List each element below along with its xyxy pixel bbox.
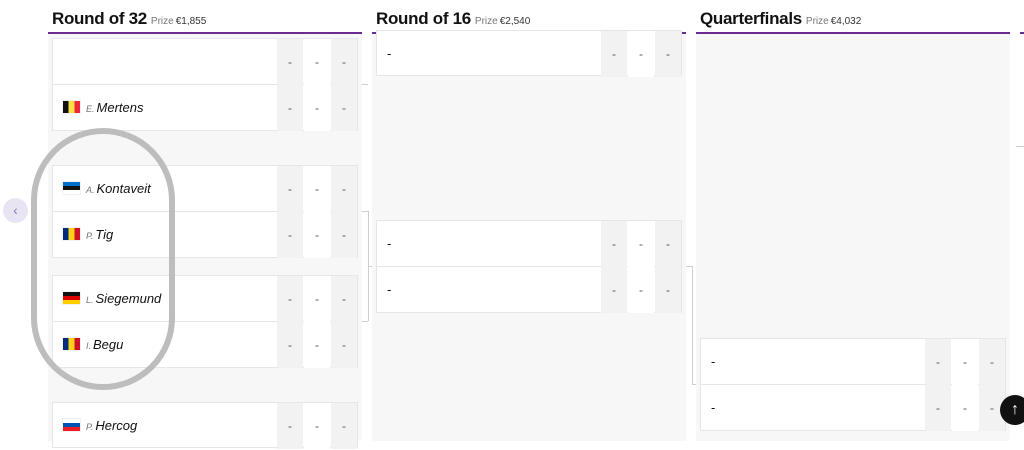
set-score: - — [601, 267, 627, 313]
set-score: - — [628, 267, 654, 313]
set-score: - — [952, 339, 978, 385]
player-name: - — [387, 46, 392, 61]
set-score: - — [655, 31, 681, 77]
set-score: - — [628, 221, 654, 267]
set-score: - — [925, 385, 951, 431]
chevron-left-icon: ‹ — [13, 202, 18, 218]
set-score: - — [277, 322, 303, 368]
match-card[interactable]: - - - - - - - - — [376, 220, 682, 313]
bracket-connector — [692, 266, 693, 384]
set-score: - — [304, 276, 330, 322]
arrow-up-icon: ↑ — [1011, 401, 1019, 418]
bracket-connector — [368, 266, 372, 267]
player-name: - — [711, 400, 716, 415]
player-name: - — [387, 282, 392, 297]
set-score: - — [277, 85, 303, 131]
set-score: - — [277, 212, 303, 258]
bracket-connector — [692, 384, 696, 385]
player-name: P.Tig — [63, 212, 113, 258]
set-score: - — [331, 166, 357, 212]
player-name: - — [387, 236, 392, 251]
set-score: - — [331, 212, 357, 258]
set-score: - — [655, 267, 681, 313]
set-score: - — [952, 385, 978, 431]
scroll-to-top-button[interactable]: ↑ — [1000, 395, 1024, 425]
player-row[interactable]: P.Tig - - - — [53, 212, 357, 258]
set-score: - — [304, 166, 330, 212]
player-row[interactable]: L.Siegemund - - - — [53, 276, 357, 322]
set-score: - — [601, 31, 627, 77]
belgium-flag-icon — [63, 101, 80, 113]
prize-label: Prize — [805, 16, 829, 27]
set-score: - — [331, 403, 357, 449]
set-score: - — [655, 221, 681, 267]
set-score: - — [304, 85, 330, 131]
germany-flag-icon — [63, 292, 80, 304]
match-card[interactable]: - - - E.Mertens - - - — [52, 38, 358, 131]
bracket-connector — [1016, 146, 1024, 147]
set-score: - — [304, 212, 330, 258]
header-underline — [696, 32, 1010, 34]
player-row[interactable]: - - - - — [377, 31, 681, 77]
set-score: - — [331, 85, 357, 131]
header-underline — [1020, 32, 1024, 34]
match-card[interactable]: - - - - - - - - — [700, 338, 1006, 431]
prize-amount: €4,032 — [830, 16, 862, 27]
set-score: - — [277, 39, 303, 85]
slovenia-flag-icon — [63, 419, 80, 431]
romania-flag-icon — [63, 228, 80, 240]
set-score: - — [277, 276, 303, 322]
set-score: - — [331, 322, 357, 368]
set-score: - — [277, 403, 303, 449]
bracket-connector — [362, 211, 368, 212]
prize-amount: €1,855 — [175, 16, 207, 27]
player-row[interactable]: E.Mertens - - - — [53, 85, 357, 131]
header-underline — [48, 32, 362, 34]
match-card[interactable]: - - - - — [376, 30, 682, 77]
set-score: - — [304, 403, 330, 449]
player-name: L.Siegemund — [63, 276, 161, 322]
previous-round-button[interactable]: ‹ — [3, 198, 28, 223]
highlight-oval — [31, 128, 175, 390]
set-score: - — [601, 221, 627, 267]
player-row[interactable]: - - - — [53, 39, 357, 85]
prize-label: Prize — [474, 16, 498, 27]
set-score: - — [331, 276, 357, 322]
prize-label: Prize — [150, 16, 174, 27]
player-name: E.Mertens — [63, 85, 143, 131]
player-row[interactable]: - - - - — [701, 385, 1005, 431]
match-card[interactable]: P.Hercog - - - — [52, 402, 358, 449]
player-row[interactable]: - - - - — [377, 267, 681, 313]
set-score: - — [331, 39, 357, 85]
prize-amount: €2,540 — [499, 16, 531, 27]
set-score: - — [925, 339, 951, 385]
player-name: - — [711, 354, 716, 369]
player-row[interactable]: P.Hercog - - - — [53, 403, 357, 449]
set-score: - — [628, 31, 654, 77]
set-score: - — [277, 166, 303, 212]
set-score: - — [304, 39, 330, 85]
bracket-connector — [686, 266, 692, 267]
set-score: - — [304, 322, 330, 368]
next-round-header — [1020, 0, 1024, 34]
player-name: P.Hercog — [63, 403, 137, 449]
player-name — [63, 39, 65, 85]
bracket-connector — [362, 321, 368, 322]
bracket-connector — [362, 84, 368, 85]
set-score: - — [979, 339, 1005, 385]
player-row[interactable]: - - - - — [701, 339, 1005, 385]
match-card[interactable]: A.Kontaveit - - - P.Tig - - - — [52, 165, 358, 258]
player-row[interactable]: - - - - — [377, 221, 681, 267]
